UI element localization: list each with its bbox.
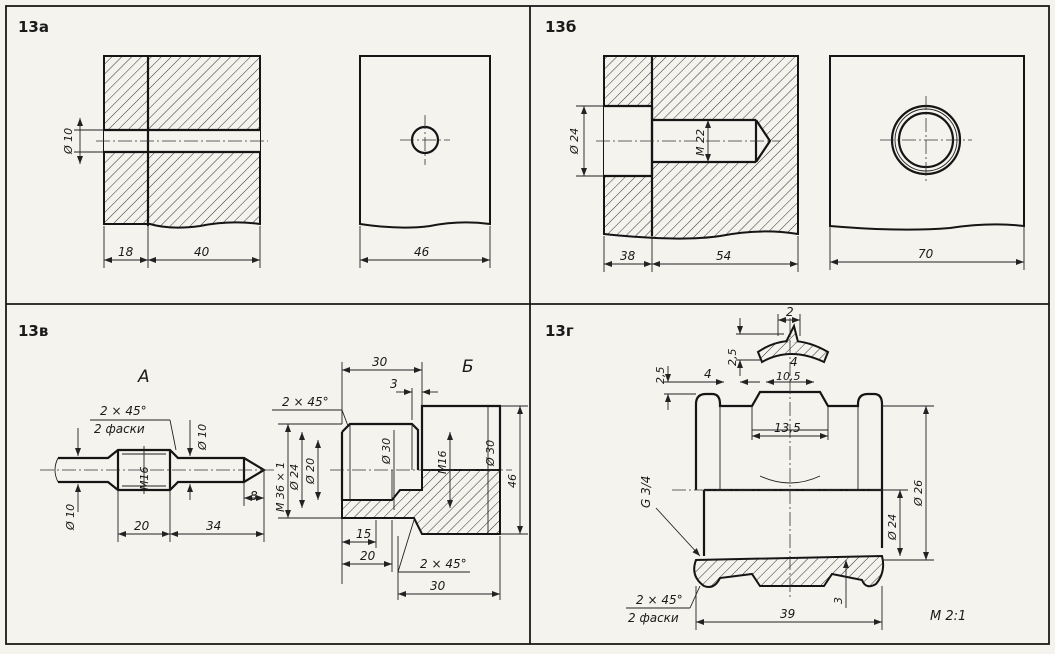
dimension-label: Ø 30 xyxy=(484,440,497,467)
part-b-dims: 30 3 2 × 45° М 36 × 1 Ø 24 Ø 20 Ø 30 М16… xyxy=(272,355,528,600)
dimension-label: 2 × 45° xyxy=(420,557,467,571)
dimension-label: 40 xyxy=(194,245,210,259)
dimension-label: 2 xyxy=(786,305,794,319)
dimension-label: 4 xyxy=(790,355,798,369)
dim-bottom-13b: 38 54 xyxy=(603,236,799,272)
dimension-label: 2 × 45° xyxy=(100,404,147,418)
plan-view: 70 xyxy=(829,55,1025,270)
dimension-label: Ø 24 xyxy=(288,464,301,491)
ring-detail xyxy=(756,318,830,380)
dimension-label: Ø 10 xyxy=(62,128,75,155)
plan-view: 46 xyxy=(359,55,491,268)
dimension-label: 2 фаски xyxy=(628,611,679,625)
panel-frame xyxy=(5,5,1050,645)
dimension-label: М16 xyxy=(436,451,449,475)
dim-m22: М 22 xyxy=(694,120,711,162)
dimension-label: 46 xyxy=(414,245,430,259)
dimension-label: 2 фаски xyxy=(94,422,145,436)
panel-13g: 13г 2 2,5 4 xyxy=(545,305,966,630)
dimension-label: 13,5 xyxy=(774,421,801,435)
dimension-label: М 22 xyxy=(694,129,707,156)
dimension-label: 2,5 xyxy=(726,349,739,367)
dimension-label: 15 xyxy=(356,527,371,541)
dimension-label: 34 xyxy=(206,519,221,533)
dimension-label: 54 xyxy=(716,249,731,263)
dimension-label: Ø 20 xyxy=(304,458,317,485)
panel-13v: 13в А Б 2 × 45° 2 фаски Ø 10 Ø 10 М1 xyxy=(18,322,528,600)
panel-title: 13б xyxy=(545,18,576,36)
body-dims: 2,5 4 10,5 13,5 G 3/4 Ø 26 Ø 24 3 2 × 45… xyxy=(626,366,966,630)
dimension-label: 39 xyxy=(780,607,795,621)
panel-title: 13а xyxy=(18,18,49,36)
dimension-label: Ø 26 xyxy=(912,480,925,507)
dim-bottom-13a: 18 40 xyxy=(103,226,261,268)
panel-13a: 13а Ø 10 18 40 xyxy=(18,18,491,268)
ring-detail-dims: 2 2,5 4 xyxy=(726,305,801,376)
dimension-label: 20 xyxy=(360,549,376,563)
panel-title: 13в xyxy=(18,322,48,340)
view-label-a: А xyxy=(137,367,150,387)
dimension-label: 4 xyxy=(704,367,712,381)
panel-title: 13г xyxy=(545,322,574,340)
dimension-label: 38 xyxy=(620,249,636,263)
panel-13b: 13б Ø 24 М 22 xyxy=(545,18,1025,272)
dim-d24: Ø 24 xyxy=(568,105,604,177)
dimension-label: Ø 30 xyxy=(380,438,393,465)
part-a-dims: 2 × 45° 2 фаски Ø 10 Ø 10 М16 20 34 8 xyxy=(64,404,265,542)
dimension-label: М16 xyxy=(138,467,151,491)
section-view xyxy=(596,55,799,240)
dimension-label: G 3/4 xyxy=(639,476,653,508)
dimension-label: 3 xyxy=(390,377,398,391)
part-b-fitting xyxy=(330,404,512,535)
dimension-label: 46 xyxy=(506,474,519,488)
section-view xyxy=(96,55,268,229)
dim-d10: Ø 10 xyxy=(62,118,104,164)
dimension-label: 30 xyxy=(372,355,388,369)
dimension-label: 18 xyxy=(118,245,134,259)
scale-label: М 2:1 xyxy=(930,609,966,624)
part-a-stud xyxy=(40,446,274,494)
dimension-label: 30 xyxy=(430,579,446,593)
dimension-label: 10,5 xyxy=(776,370,801,383)
dimension-label: 3 xyxy=(832,597,845,604)
dimension-label: 2,5 xyxy=(654,367,667,385)
dimension-label: 20 xyxy=(134,519,150,533)
dimension-label: Ø 24 xyxy=(886,514,899,541)
dimension-label: 8 xyxy=(250,489,258,503)
dimension-label: М 36 × 1 xyxy=(274,462,287,512)
nipple-body xyxy=(672,380,900,600)
dimension-label: Ø 24 xyxy=(568,128,581,155)
view-label-b: Б xyxy=(462,357,474,377)
dimension-label: Ø 10 xyxy=(64,504,77,531)
dimension-label: Ø 10 xyxy=(196,424,209,451)
dimension-label: 70 xyxy=(918,247,934,261)
dimension-label: 2 × 45° xyxy=(282,395,329,409)
dimension-label: 2 × 45° xyxy=(636,593,683,607)
